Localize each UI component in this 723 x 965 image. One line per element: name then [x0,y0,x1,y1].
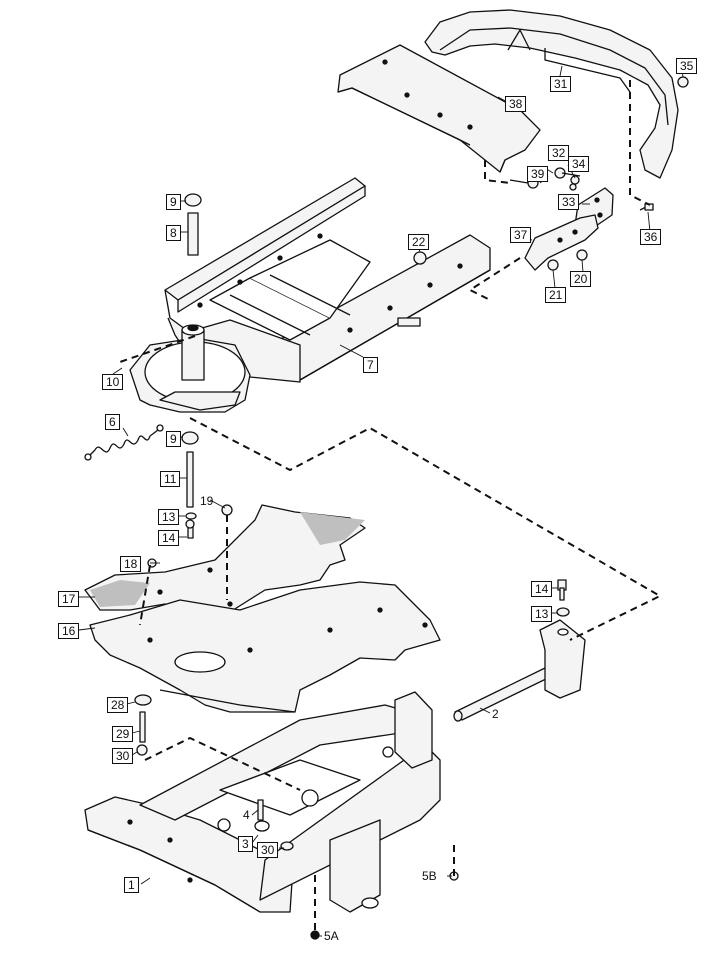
callout-29: 29 [112,726,134,742]
swivel-plate-assembly [129,324,251,413]
pin-stack-upper [184,193,202,256]
callout-8: 8 [166,225,181,241]
callout-19: 19 [200,494,214,508]
callout-39: 39 [527,166,549,182]
roll-bar-part-31 [424,9,679,179]
callout-16: 16 [58,623,80,639]
hardware-group-32-39 [509,76,689,271]
bracket-part-37 [524,214,599,271]
callout-5a: 5A [324,929,339,943]
upper-frame-part-7 [164,177,491,383]
callout-36: 36 [640,229,662,245]
callout-35: 35 [676,58,698,74]
callout-9-lower: 9 [166,431,181,447]
callout-28: 28 [107,697,129,713]
seat-plate-part-38 [337,44,541,173]
callout-5b: 5B [422,869,437,883]
callout-21: 21 [545,287,567,303]
callout-33: 33 [558,194,580,210]
dashed-leader-lines [119,80,661,930]
callout-10: 10 [102,374,124,390]
callout-38: 38 [505,96,527,112]
spring-part-6 [84,424,164,461]
callout-17: 17 [58,591,80,607]
hardware-right-13-14 [556,579,570,617]
floor-plate-part-16 [89,581,441,713]
callout-9-upper: 9 [166,194,181,210]
axle-part-2 [453,619,586,722]
callout-11: 11 [160,471,181,487]
callout-1: 1 [124,877,139,893]
callout-32: 32 [548,145,570,161]
callout-31: 31 [550,76,572,92]
callout-13-left: 13 [158,509,180,525]
pin-stack-lower [181,431,199,539]
callout-4: 4 [243,808,250,822]
callout-13-right: 13 [531,606,553,622]
callout-30-left: 30 [112,748,134,764]
callout-2: 2 [492,707,499,721]
callout-14-right: 14 [531,581,553,597]
callout-20: 20 [570,271,592,287]
callout-6: 6 [105,414,120,430]
callout-30-center: 30 [257,842,279,858]
callout-34: 34 [568,156,590,172]
callout-22: 22 [408,234,430,250]
callout-3: 3 [238,836,253,852]
callout-18: 18 [120,556,142,572]
callout-14-left: 14 [158,530,180,546]
lower-chassis-part-1 [84,691,441,913]
callout-7: 7 [363,357,378,373]
callout-37: 37 [510,227,532,243]
